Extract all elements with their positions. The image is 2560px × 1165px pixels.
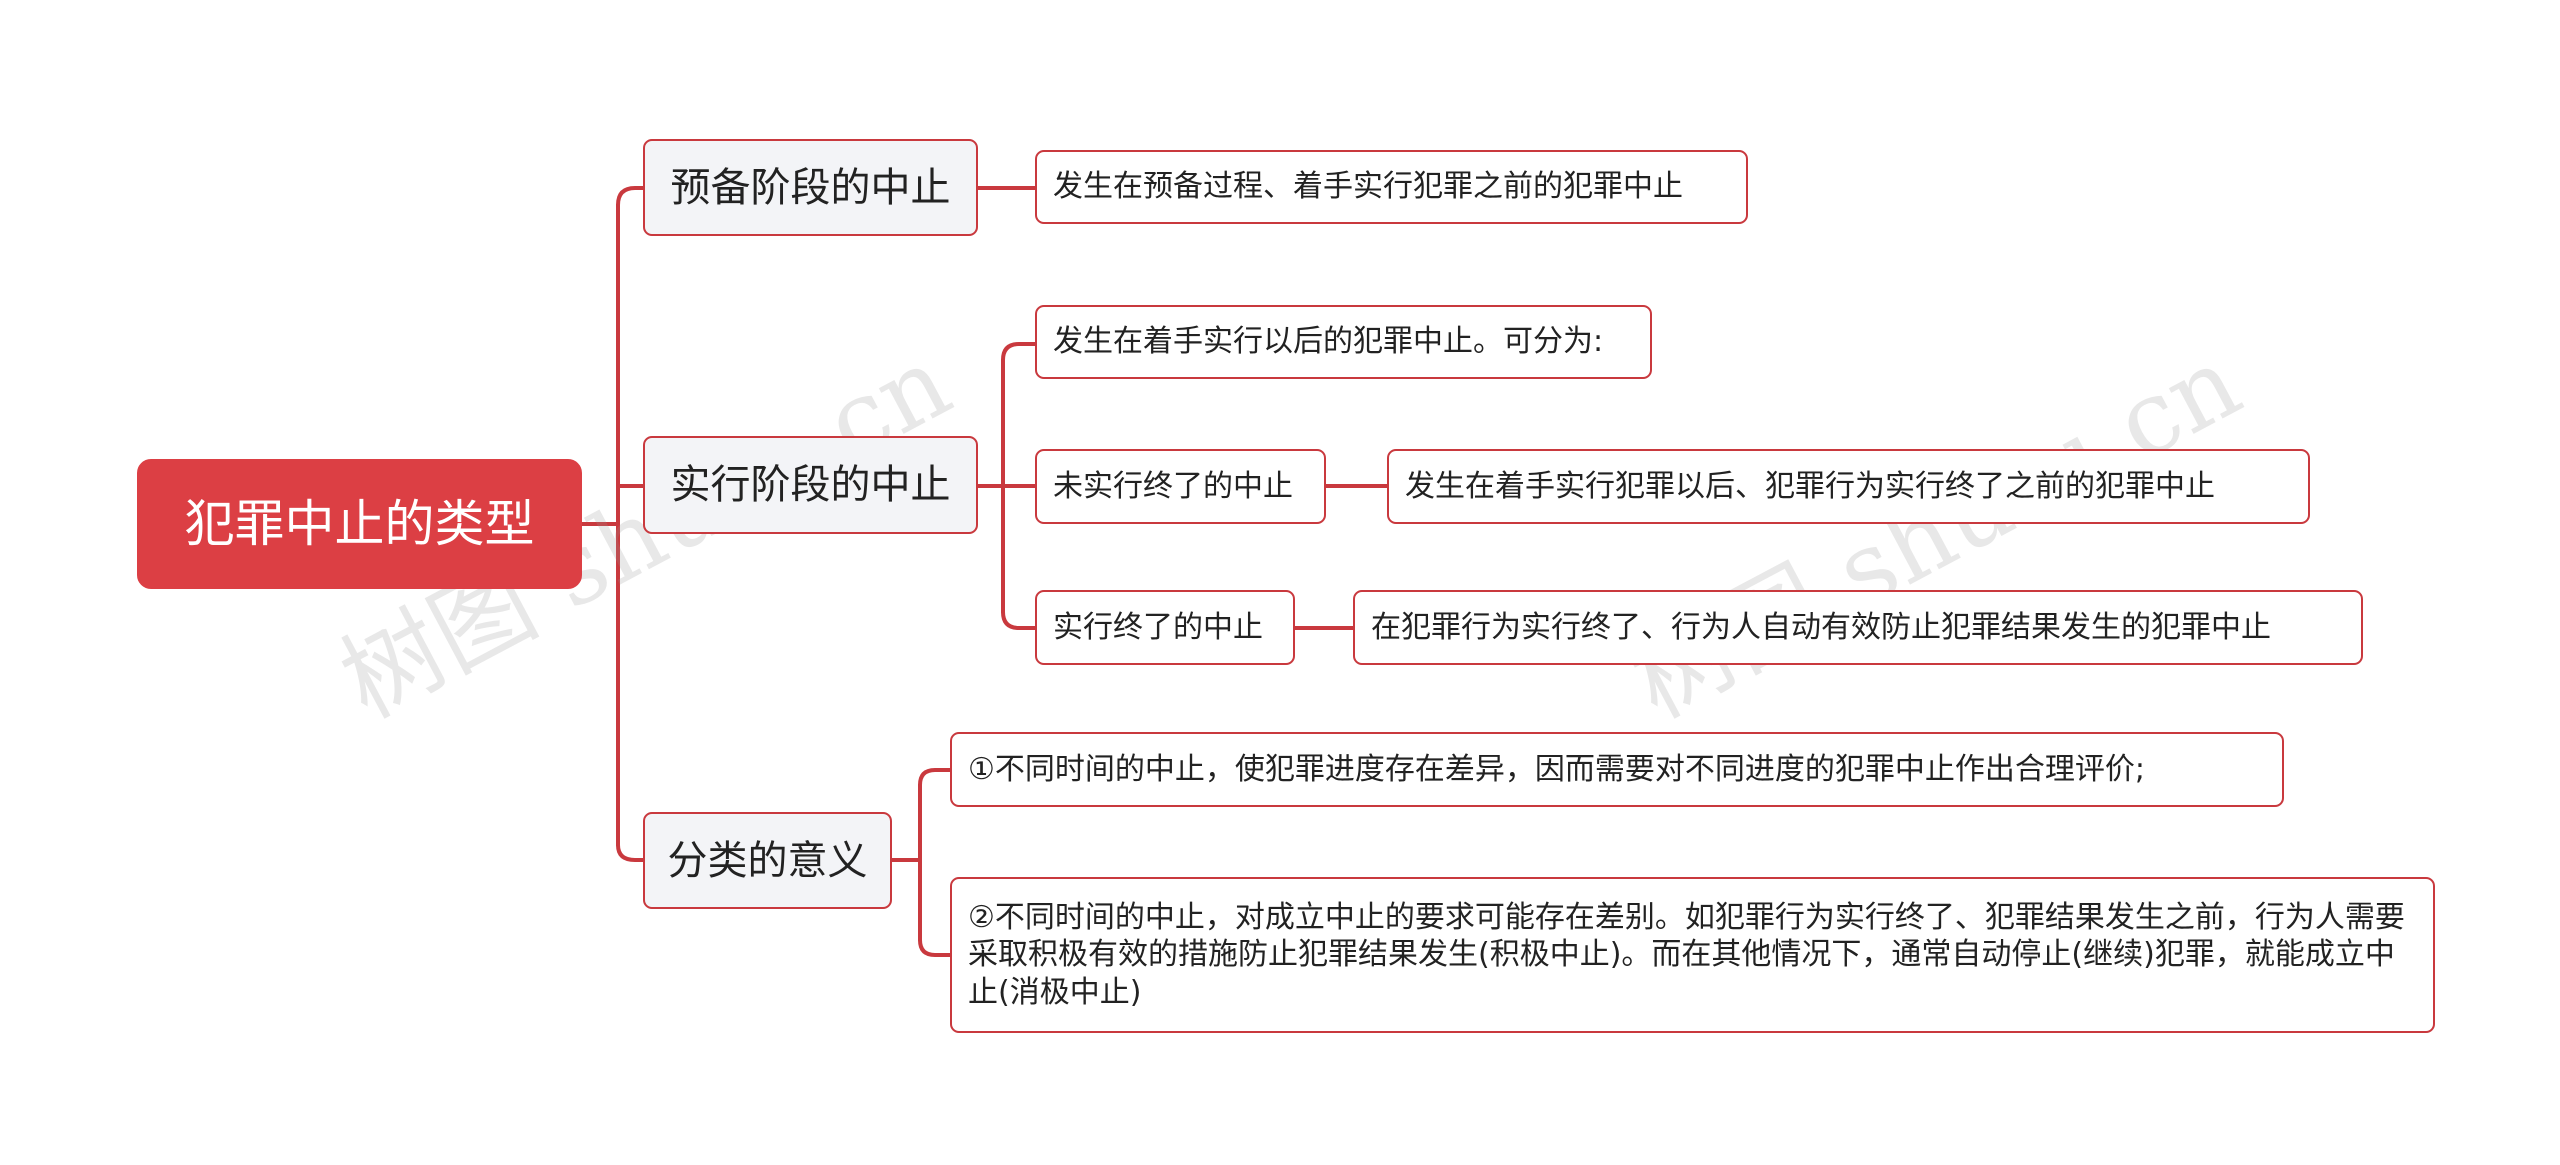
preparation-stage-description[interactable]: 发生在预备过程、着手实行犯罪之前的犯罪中止	[1035, 150, 1748, 224]
root-node[interactable]: 犯罪中止的类型	[137, 459, 582, 589]
execution-stage-description[interactable]: 发生在着手实行以后的犯罪中止。可分为:	[1035, 305, 1652, 379]
complete-execution-detail[interactable]: 在犯罪行为实行终了、行为人自动有效防止犯罪结果发生的犯罪中止	[1353, 590, 2363, 665]
complete-execution-node[interactable]: 实行终了的中止	[1035, 590, 1295, 665]
incomplete-execution-node[interactable]: 未实行终了的中止	[1035, 449, 1326, 524]
significance-point-1[interactable]: ①不同时间的中止，使犯罪进度存在差异，因而需要对不同进度的犯罪中止作出合理评价;	[950, 732, 2284, 807]
significance-point-2[interactable]: ②不同时间的中止，对成立中止的要求可能存在差别。如犯罪行为实行终了、犯罪结果发生…	[950, 877, 2435, 1033]
incomplete-execution-detail[interactable]: 发生在着手实行犯罪以后、犯罪行为实行终了之前的犯罪中止	[1387, 449, 2310, 524]
branch-significance[interactable]: 分类的意义	[643, 812, 892, 909]
branch-preparation-stage[interactable]: 预备阶段的中止	[643, 139, 978, 236]
branch-execution-stage[interactable]: 实行阶段的中止	[643, 436, 978, 534]
